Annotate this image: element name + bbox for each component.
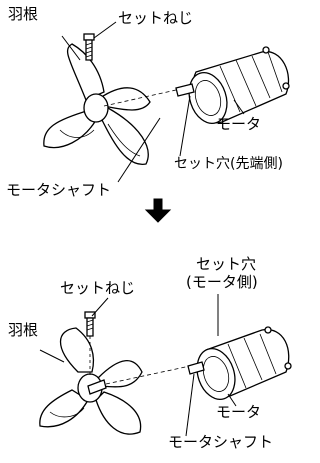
- set-screw-label-bottom: セットねじ: [60, 279, 136, 297]
- motor-top: [175, 46, 290, 124]
- motor-bottom: [187, 326, 292, 400]
- blade-label-top: 羽根: [8, 5, 39, 23]
- set-hole-label-bottom-2: (モータ側): [186, 273, 258, 291]
- set-screw-top: [83, 33, 95, 61]
- blade-label-bottom: 羽根: [8, 321, 39, 339]
- set-hole-label-bottom-1: セット穴: [196, 255, 257, 273]
- fan-blade-bottom: [39, 327, 143, 435]
- motor-label-bottom: モータ: [216, 403, 262, 421]
- set-screw-bottom: [84, 311, 96, 378]
- motor-shaft-label-top: モータシャフト: [6, 181, 112, 199]
- down-arrow-icon: [144, 198, 172, 223]
- set-screw-label-top: セットねじ: [118, 9, 194, 27]
- fan-blade-top: [43, 43, 151, 165]
- set-hole-label-top: セット穴(先端側): [174, 156, 283, 172]
- motor-label-top: モータ: [216, 115, 262, 133]
- motor-shaft-label-bottom: モータシャフト: [168, 433, 274, 451]
